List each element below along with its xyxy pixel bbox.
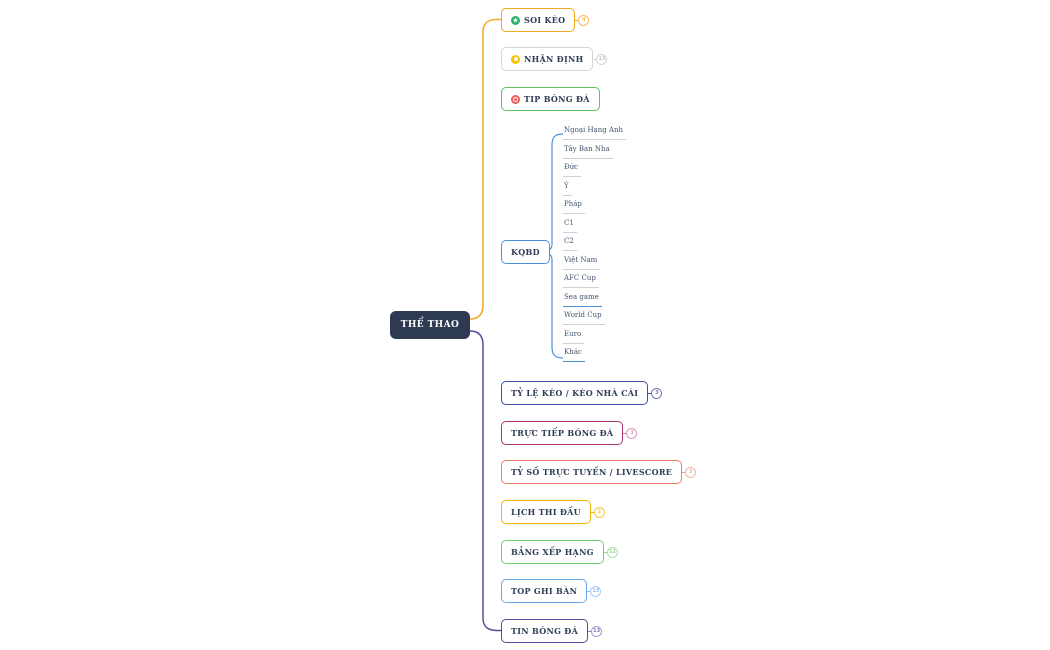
node-label: SOI KÈO: [524, 15, 566, 25]
collapse-count-badge[interactable]: 13: [590, 585, 602, 597]
branch-bang-xep-hang: BẢNG XẾP HẠNG 12: [501, 540, 618, 564]
collapse-count-badge[interactable]: 2: [593, 506, 605, 518]
mindmap-node[interactable]: TỶ SỐ TRỰC TUYẾN / LIVESCORE: [501, 460, 683, 484]
branch-soi-keo: SOI KÈO 4: [501, 8, 590, 32]
node-label: NHẬN ĐỊNH: [524, 54, 584, 64]
leaf-topic[interactable]: Tây Ban Nha: [563, 144, 613, 159]
mindmap-node[interactable]: TRỰC TIẾP BÓNG ĐÁ: [501, 421, 624, 445]
leaf-topic[interactable]: AFC Cup: [563, 273, 599, 288]
leaf-topic-highlighted[interactable]: Khác: [563, 347, 585, 362]
mindmap-node[interactable]: BẢNG XẾP HẠNG: [501, 540, 604, 564]
leaf-topic[interactable]: Ý: [563, 181, 572, 196]
branch-truc-tiep-bong-da: TRỰC TIẾP BÓNG ĐÁ 3: [501, 421, 638, 445]
badge-stub: [575, 19, 579, 21]
mindmap-node[interactable]: TIP BÓNG ĐÁ: [501, 87, 600, 111]
node-label: TIN BÓNG ĐÁ: [511, 626, 579, 636]
branch-tin-bong-da: TIN BÓNG ĐÁ 13: [501, 619, 603, 643]
collapse-count-badge[interactable]: 13: [591, 625, 603, 637]
collapse-count-badge[interactable]: 3: [651, 387, 663, 399]
leaf-topic[interactable]: Pháp: [563, 199, 585, 214]
collapse-count-badge[interactable]: 3: [626, 427, 638, 439]
mindmap-node[interactable]: KQBD: [501, 240, 550, 264]
collapse-count-badge[interactable]: 13: [596, 53, 608, 65]
leaf-topic[interactable]: Euro: [563, 329, 585, 344]
root-node-the-thao[interactable]: THỂ THAO: [390, 311, 470, 339]
branch-ty-so-truc-tuyen: TỶ SỐ TRỰC TUYẾN / LIVESCORE 3: [501, 460, 697, 484]
red-ring-marker-icon: [511, 94, 520, 104]
mindmap-node[interactable]: LỊCH THI ĐẤU: [501, 500, 591, 524]
badge-stub: [590, 511, 594, 513]
node-label: TRỰC TIẾP BÓNG ĐÁ: [511, 428, 614, 438]
leaf-topic[interactable]: C1: [563, 218, 577, 233]
badge-stub: [588, 630, 592, 632]
branch-nhan-dinh: NHẬN ĐỊNH 13: [501, 47, 608, 71]
branch-kqbd: KQBD: [501, 240, 550, 264]
node-label: TỶ SỐ TRỰC TUYẾN / LIVESCORE: [511, 467, 673, 477]
leaf-topic[interactable]: Việt Nam: [563, 255, 601, 270]
mindmap-node[interactable]: TOP GHI BÀN: [501, 579, 588, 603]
mindmap-node[interactable]: NHẬN ĐỊNH: [501, 47, 594, 71]
leaf-topic[interactable]: Ngoại Hạng Anh: [563, 125, 627, 140]
mindmap-node[interactable]: TỶ LỆ KÈO / KÈO NHÀ CÁI: [501, 381, 649, 405]
collapse-count-badge[interactable]: 4: [578, 14, 590, 26]
green-ball-marker-icon: [511, 15, 520, 25]
node-label: KQBD: [511, 247, 540, 257]
node-label: BẢNG XẾP HẠNG: [511, 547, 594, 557]
yellow-ball-marker-icon: [511, 54, 520, 64]
leaf-topic[interactable]: World Cup: [563, 310, 605, 325]
branch-tip-bong-da: TIP BÓNG ĐÁ: [501, 87, 600, 111]
leaf-topic-highlighted[interactable]: Sea game: [563, 292, 602, 307]
node-label: TIP BÓNG ĐÁ: [524, 94, 590, 104]
badge-stub: [682, 471, 686, 473]
badge-stub: [603, 551, 607, 553]
node-label: TOP GHI BÀN: [511, 586, 578, 596]
badge-stub: [623, 432, 627, 434]
leaf-topic[interactable]: Đức: [563, 162, 582, 177]
collapse-count-badge[interactable]: 3: [685, 466, 697, 478]
node-label: TỶ LỆ KÈO / KÈO NHÀ CÁI: [511, 388, 639, 398]
badge-stub: [648, 392, 652, 394]
node-label: LỊCH THI ĐẤU: [511, 507, 581, 517]
leaf-topic[interactable]: C2: [563, 236, 577, 251]
branch-ty-le-keo: TỶ LỆ KÈO / KÈO NHÀ CÁI 3: [501, 381, 663, 405]
badge-stub: [593, 58, 597, 60]
collapse-count-badge[interactable]: 12: [606, 546, 618, 558]
badge-stub: [587, 590, 591, 592]
root-label: THỂ THAO: [400, 320, 460, 330]
branch-lich-thi-dau: LỊCH THI ĐẤU 2: [501, 500, 605, 524]
branch-top-ghi-ban: TOP GHI BÀN 13: [501, 579, 602, 603]
mindmap-node[interactable]: TIN BÓNG ĐÁ: [501, 619, 589, 643]
mindmap-node[interactable]: SOI KÈO: [501, 8, 576, 32]
